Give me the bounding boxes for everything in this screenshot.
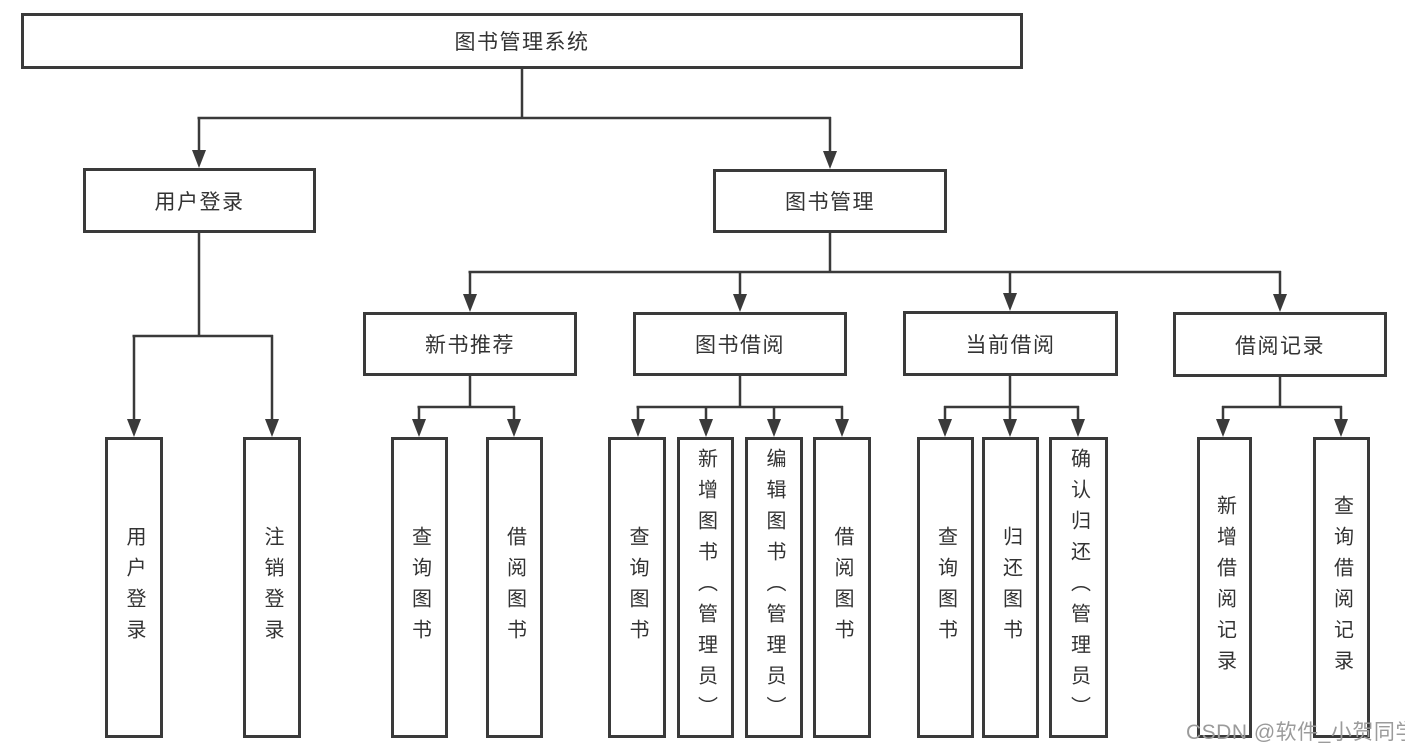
connector-book-mgmt-to-level3 [468,233,1282,294]
node-user-login: 用户登录 [83,168,316,233]
node-new-book-recommend-label: 新书推荐 [425,334,515,357]
connector-root-to-level2 [197,68,832,151]
leaf-current-confirm-return-admin-label: 确认归还（管理员） [1067,448,1090,727]
node-current-borrow: 当前借阅 [903,311,1118,376]
leaf-recommend-borrow-books-label: 借阅图书 [503,525,526,650]
leaf-borrow-borrow-books-label: 借阅图书 [831,525,853,650]
leaf-borrow-edit-books-admin-label: 编辑图书（管理员） [763,448,785,727]
leaf-current-return-books: 归还图书 [982,437,1039,738]
connector-new-book-rec-children [417,376,516,419]
leaf-borrow-edit-books-admin: 编辑图书（管理员） [745,437,803,738]
node-root: 图书管理系统 [21,13,1023,69]
connector-user-login-children [132,233,274,419]
connector-current-borrow-children [943,376,1080,419]
leaf-recommend-borrow-books: 借阅图书 [486,437,543,738]
node-new-book-recommend: 新书推荐 [363,312,577,376]
leaf-logout-label: 注销登录 [261,525,283,650]
leaf-recommend-query-books-label: 查询图书 [408,525,431,650]
leaf-borrow-add-books-admin: 新增图书（管理员） [677,437,734,738]
leaf-user-login-label: 用户登录 [123,525,145,650]
leaf-borrow-borrow-books: 借阅图书 [813,437,871,738]
leaf-current-query-books-label: 查询图书 [934,525,957,650]
node-root-label: 图书管理系统 [454,31,590,54]
node-book-management-label: 图书管理 [785,191,875,214]
leaf-records-add-borrow-record: 新增借阅记录 [1197,437,1252,738]
node-book-borrow-label: 图书借阅 [695,334,785,357]
connector-book-borrow-children [636,376,844,419]
node-borrow-records-label: 借阅记录 [1235,334,1325,358]
leaf-logout: 注销登录 [243,437,301,738]
node-borrow-records: 借阅记录 [1173,312,1387,377]
leaf-borrow-add-books-admin-label: 新增图书（管理员） [694,448,717,727]
leaf-current-confirm-return-admin: 确认归还（管理员） [1049,437,1108,738]
leaf-records-query-borrow-record-label: 查询借阅记录 [1330,494,1353,681]
leaf-current-return-books-label: 归还图书 [999,525,1022,650]
node-book-borrow: 图书借阅 [633,312,847,376]
node-user-login-label: 用户登录 [154,190,245,214]
connector-borrow-records-children [1221,377,1343,419]
leaf-records-add-borrow-record-label: 新增借阅记录 [1213,494,1236,681]
leaf-borrow-query-books-label: 查询图书 [626,525,648,650]
csdn-watermark: CSDN @软件_小贺同学 [1186,721,1405,744]
leaf-current-query-books: 查询图书 [917,437,974,738]
leaf-recommend-query-books: 查询图书 [391,437,448,738]
node-current-borrow-label: 当前借阅 [965,333,1056,357]
arrowheads [127,150,1348,437]
leaf-user-login: 用户登录 [105,437,163,738]
leaf-records-query-borrow-record: 查询借阅记录 [1313,437,1370,738]
node-book-management: 图书管理 [713,169,947,233]
leaf-borrow-query-books: 查询图书 [608,437,666,738]
